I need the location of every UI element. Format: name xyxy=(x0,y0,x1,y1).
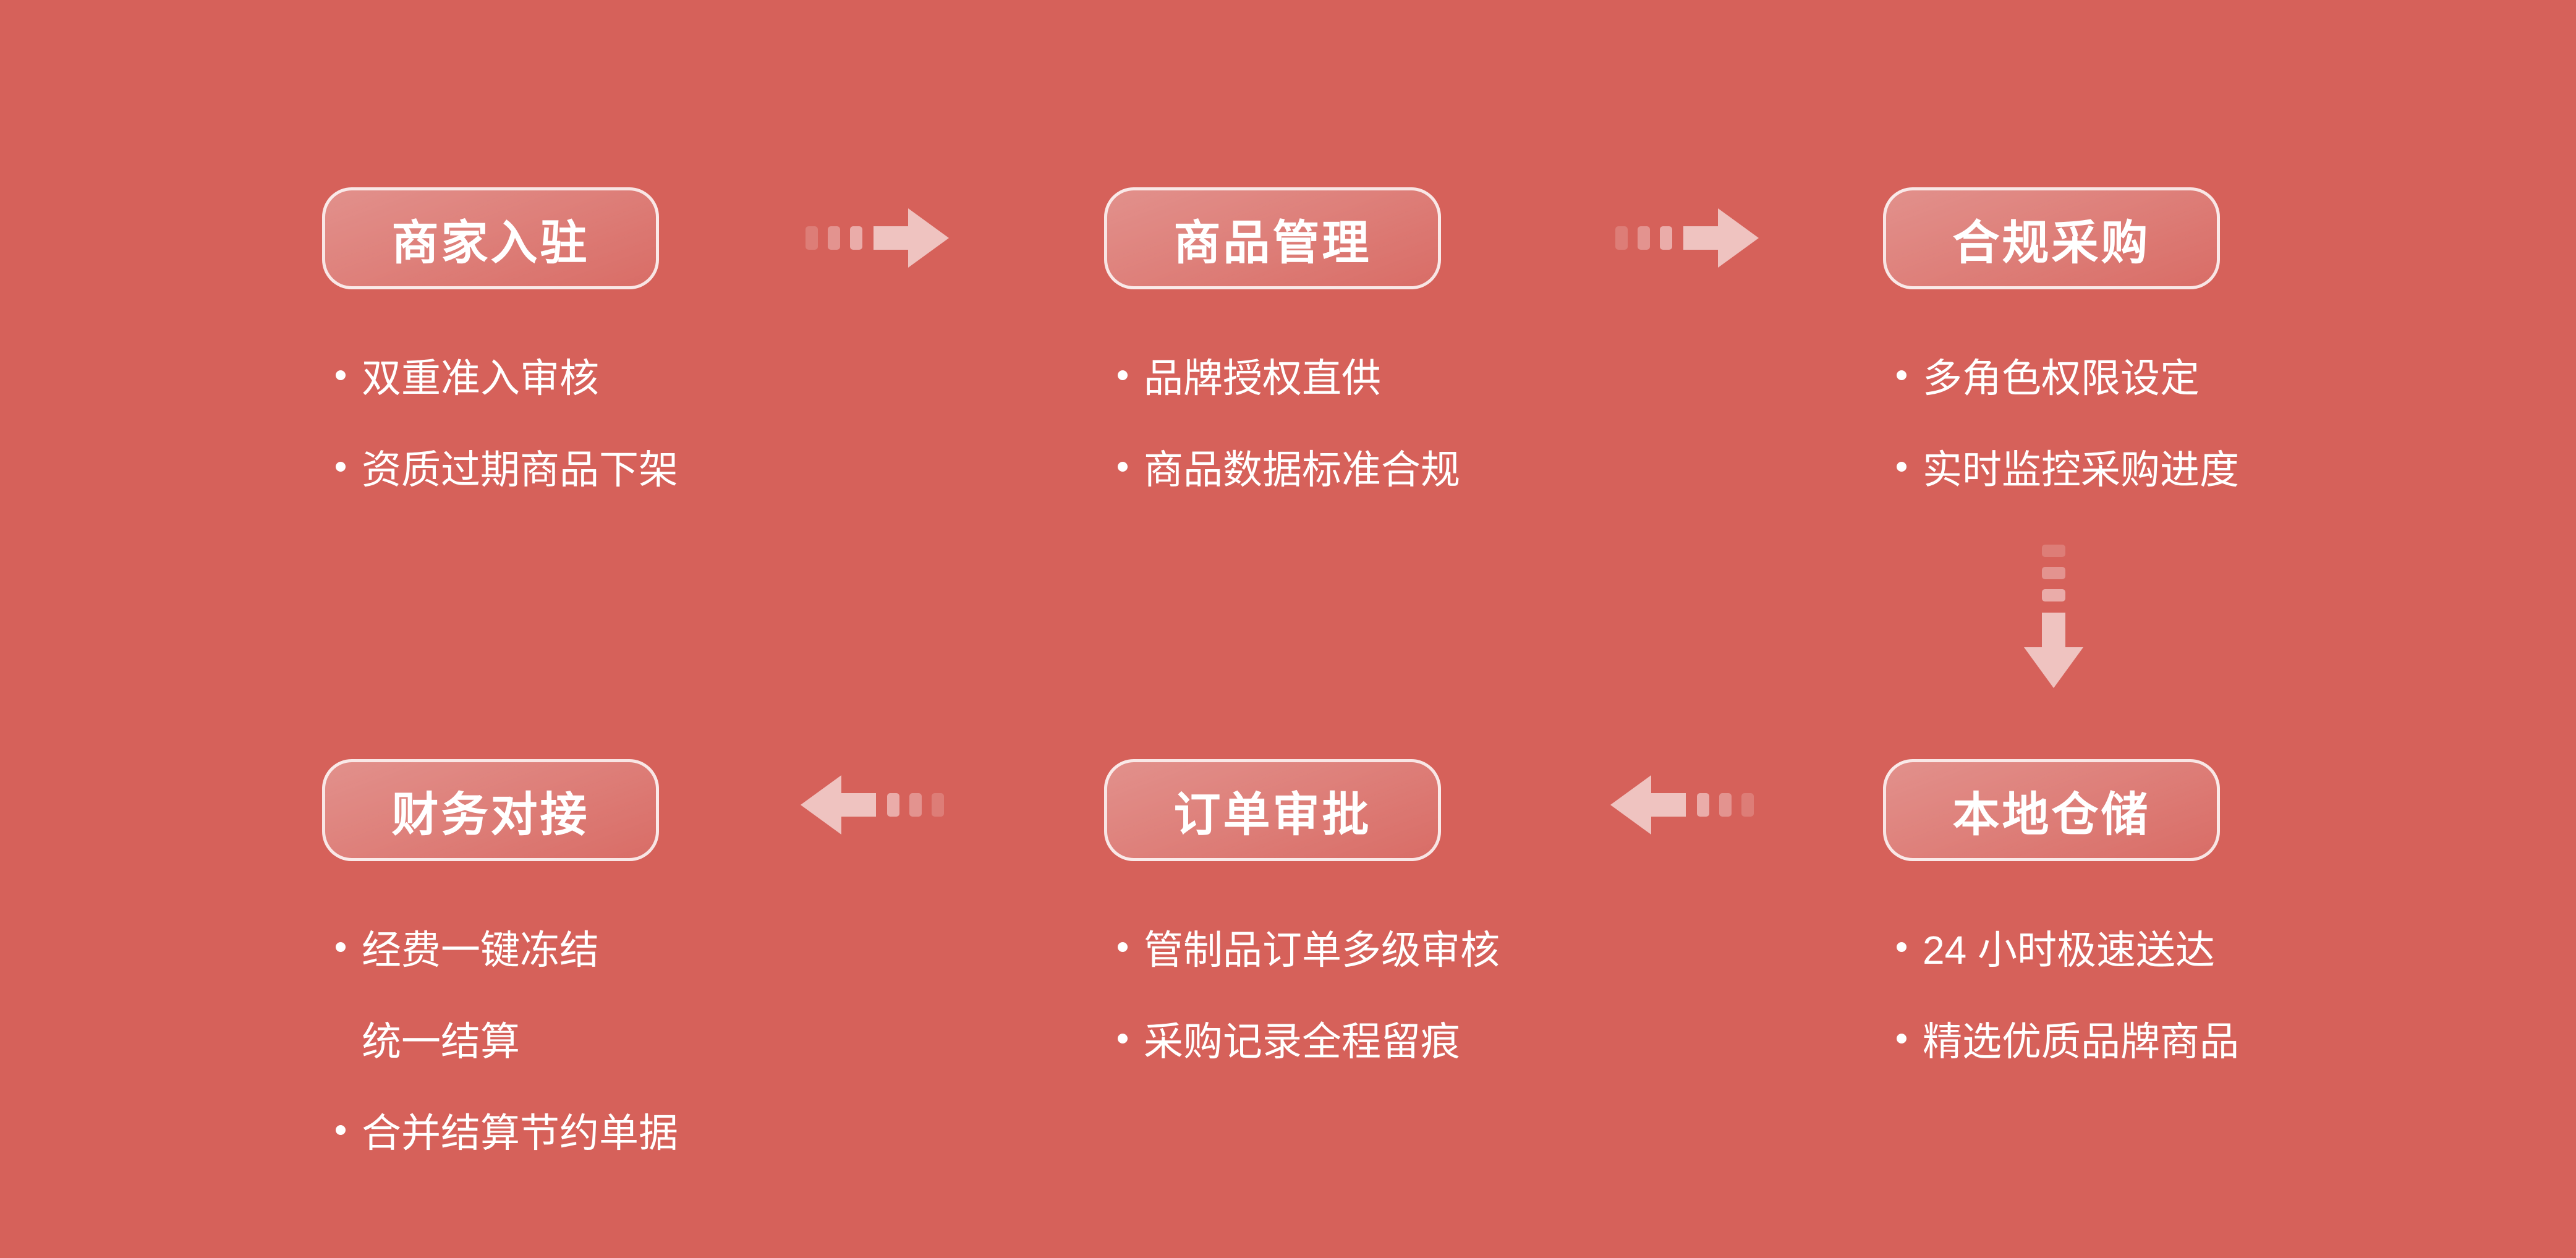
bullet-list: 双重准入审核 资质过期商品下架 xyxy=(322,329,1064,512)
step-title: 商家入驻 xyxy=(392,205,590,273)
bullet-list: 经费一键冻结 统一结算 合并结算节约单据 xyxy=(322,901,1064,1176)
bullet-text: 合并结算节约单据 xyxy=(362,1102,678,1158)
step-finance-integration: 财务对接 经费一键冻结 统一结算 合并结算节约单据 xyxy=(322,759,1064,1176)
arrow-dash xyxy=(850,226,862,250)
arrow-dash xyxy=(932,793,944,817)
arrow-head xyxy=(2024,647,2083,688)
arrow-left-icon xyxy=(797,775,952,835)
arrow-shaft xyxy=(2042,613,2065,647)
bullet-item-continuation: 统一结算 xyxy=(336,993,1064,1084)
bullet-dot xyxy=(1897,942,1906,952)
arrow-shaft xyxy=(874,226,908,250)
arrow-dash xyxy=(1615,226,1628,250)
step-compliant-procurement: 合规采购 多角色权限设定 实时监控采购进度 xyxy=(1883,187,2576,512)
bullet-item: 采购记录全程留痕 xyxy=(1118,993,1846,1084)
arrow-head xyxy=(908,208,949,268)
bullet-text: 经费一键冻结 xyxy=(362,919,599,975)
bullet-item: 双重准入审核 xyxy=(336,329,1064,421)
arrow-left-icon xyxy=(1607,775,1762,835)
bullet-dot xyxy=(1897,1034,1906,1043)
arrow-dash xyxy=(1697,793,1709,817)
arrow-dash xyxy=(2042,545,2065,557)
bullet-dot xyxy=(336,462,346,472)
bullet-text: 多角色权限设定 xyxy=(1923,347,2200,404)
bullet-item: 实时监控采购进度 xyxy=(1897,421,2576,512)
step-merchant-onboarding: 商家入驻 双重准入审核 资质过期商品下架 xyxy=(322,187,1064,512)
arrow-shaft xyxy=(841,793,876,817)
bullet-text: 精选优质品牌商品 xyxy=(1923,1010,2239,1067)
bullet-dot xyxy=(336,1125,346,1135)
bullet-list: 多角色权限设定 实时监控采购进度 xyxy=(1883,329,2576,512)
bullet-text: 24 小时极速送达 xyxy=(1923,919,2215,975)
bullet-item: 品牌授权直供 xyxy=(1118,329,1846,421)
arrow-down-icon xyxy=(2024,543,2083,685)
bullet-text: 采购记录全程留痕 xyxy=(1144,1010,1460,1067)
bullet-text: 资质过期商品下架 xyxy=(362,438,678,495)
arrow-shaft xyxy=(1683,226,1718,250)
arrow-dash xyxy=(1719,793,1732,817)
bullet-item: 合并结算节约单据 xyxy=(336,1084,1064,1176)
bullet-list: 管制品订单多级审核 采购记录全程留痕 xyxy=(1104,901,1846,1084)
step-box-product-management: 商品管理 xyxy=(1104,187,1441,289)
bullet-text: 品牌授权直供 xyxy=(1144,347,1381,404)
bullet-text: 双重准入审核 xyxy=(362,347,599,404)
arrow-right-icon xyxy=(797,208,952,268)
bullet-item: 商品数据标准合规 xyxy=(1118,421,1846,512)
bullet-text: 管制品订单多级审核 xyxy=(1144,919,1500,975)
bullet-item: 24 小时极速送达 xyxy=(1897,901,2576,993)
bullet-list: 24 小时极速送达 精选优质品牌商品 xyxy=(1883,901,2576,1084)
step-box-merchant-onboarding: 商家入驻 xyxy=(322,187,659,289)
bullet-dot xyxy=(1118,1034,1128,1043)
bullet-dot xyxy=(336,942,346,952)
arrow-dash xyxy=(2042,567,2065,579)
arrow-head xyxy=(1610,775,1651,835)
step-title: 合规采购 xyxy=(1953,205,2151,273)
arrow-dash xyxy=(1638,226,1650,250)
step-title: 订单审批 xyxy=(1174,776,1372,844)
arrow-head xyxy=(1718,208,1759,268)
bullet-item: 资质过期商品下架 xyxy=(336,421,1064,512)
step-box-compliant-procurement: 合规采购 xyxy=(1883,187,2220,289)
bullet-dot xyxy=(1118,942,1128,952)
arrow-dash xyxy=(1660,226,1672,250)
step-title: 本地仓储 xyxy=(1953,776,2151,844)
bullet-item: 精选优质品牌商品 xyxy=(1897,993,2576,1084)
arrow-right-icon xyxy=(1607,208,1762,268)
arrow-dash xyxy=(2042,589,2065,601)
step-box-local-warehousing: 本地仓储 xyxy=(1883,759,2220,861)
bullet-dot xyxy=(1897,462,1906,472)
bullet-list: 品牌授权直供 商品数据标准合规 xyxy=(1104,329,1846,512)
bullet-item: 经费一键冻结 xyxy=(336,901,1064,993)
arrow-shaft xyxy=(1651,793,1686,817)
bullet-text: 商品数据标准合规 xyxy=(1144,438,1460,495)
arrow-dash xyxy=(1741,793,1754,817)
step-title: 财务对接 xyxy=(392,776,590,844)
bullet-dot xyxy=(1118,370,1128,380)
step-box-finance-integration: 财务对接 xyxy=(322,759,659,861)
bullet-dot xyxy=(336,370,346,380)
bullet-item: 管制品订单多级审核 xyxy=(1118,901,1846,993)
arrow-dash xyxy=(909,793,922,817)
arrow-dash xyxy=(887,793,899,817)
step-local-warehousing: 本地仓储 24 小时极速送达 精选优质品牌商品 xyxy=(1883,759,2576,1084)
bullet-dot xyxy=(1897,370,1906,380)
bullet-item: 多角色权限设定 xyxy=(1897,329,2576,421)
bullet-text: 统一结算 xyxy=(362,1010,520,1067)
bullet-dot xyxy=(1118,462,1128,472)
arrow-dash xyxy=(806,226,818,250)
arrow-head xyxy=(801,775,841,835)
step-title: 商品管理 xyxy=(1174,205,1372,273)
step-box-order-approval: 订单审批 xyxy=(1104,759,1441,861)
arrow-dash xyxy=(828,226,840,250)
bullet-text: 实时监控采购进度 xyxy=(1923,438,2239,495)
